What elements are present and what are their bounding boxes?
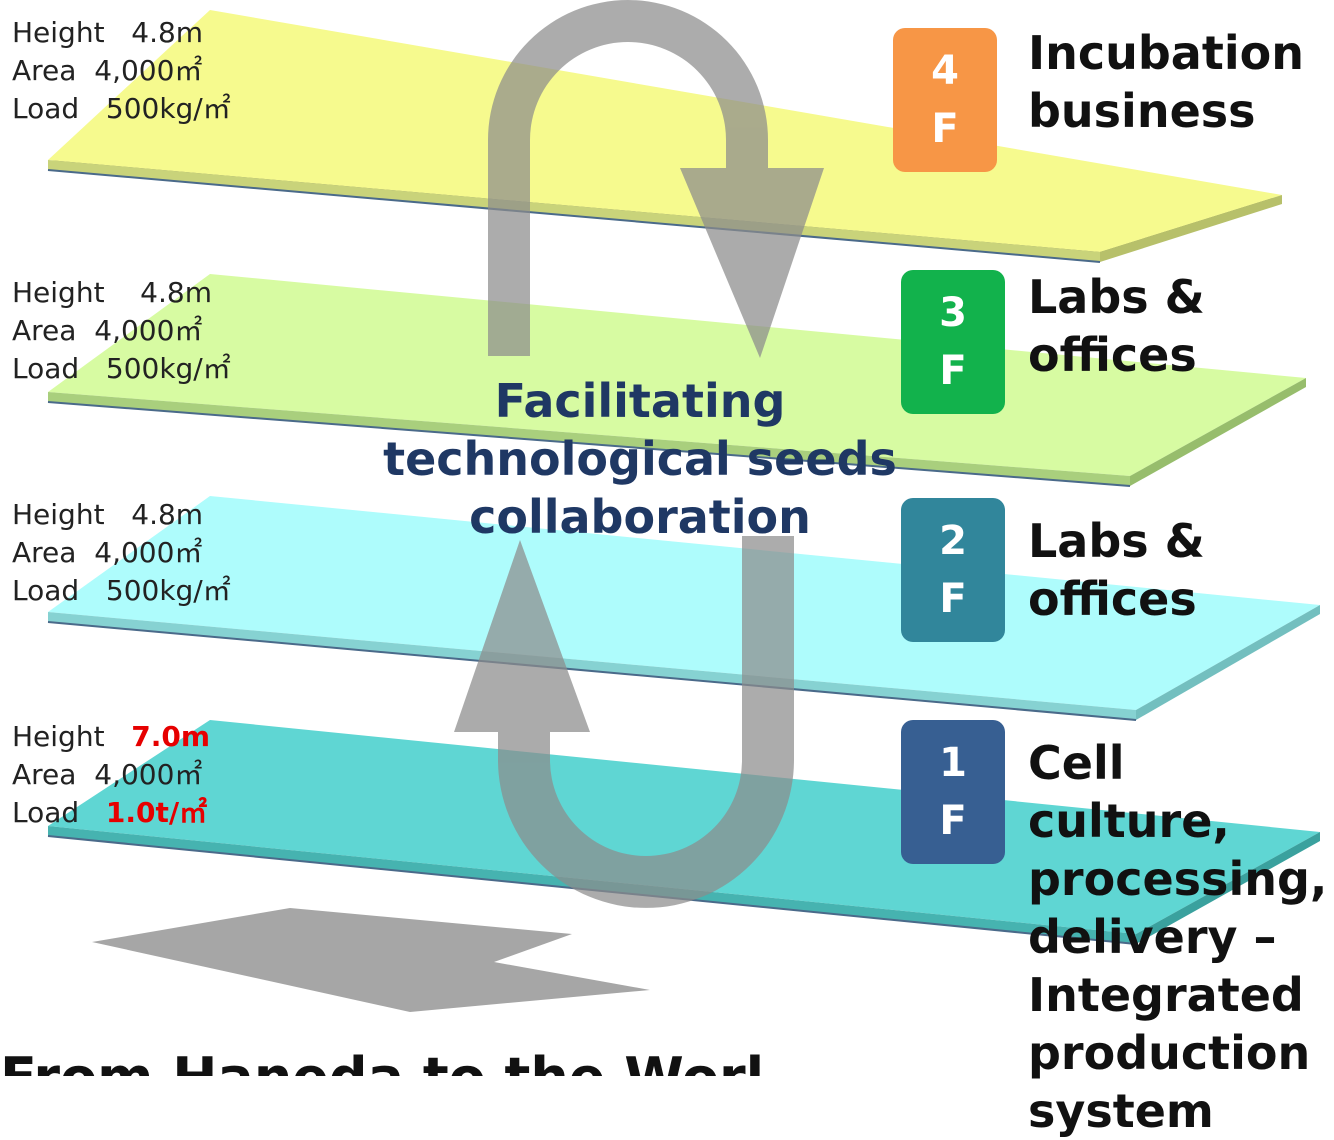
area-value: 4,000㎡ <box>94 314 203 347</box>
floor-stack-diagram <box>47 0 1320 1012</box>
floor-title-1f: Cell culture, processing, delivery – Int… <box>1028 736 1328 1138</box>
area-label: Area <box>12 54 77 87</box>
spec-1f: Height 7.0m Area 4,000㎡ Load 1.0t/㎡ <box>12 718 210 832</box>
spec-area-row: Area 4,000㎡ <box>12 534 231 572</box>
area-value: 4,000㎡ <box>94 758 203 791</box>
load-value: 500kg/㎡ <box>105 352 231 385</box>
height-label: Height <box>12 16 105 49</box>
height-value: 4.8m <box>131 16 204 49</box>
badge-number: 2 <box>939 518 967 564</box>
collaboration-label: Facilitating technological seeds collabo… <box>383 374 897 544</box>
area-label: Area <box>12 536 77 569</box>
loop-arrow-top <box>488 0 824 358</box>
spec-2f: Height 4.8m Area 4,000㎡ Load 500kg/㎡ <box>12 496 231 610</box>
badge-floor-letter: F <box>939 348 967 394</box>
floor-plate-3f <box>47 274 1306 487</box>
floor-badge-1f: 1 F <box>901 720 1005 864</box>
spec-height-row: Height 7.0m <box>12 718 210 756</box>
spec-height-row: Height 4.8m <box>12 14 231 52</box>
badge-number: 1 <box>939 740 967 786</box>
area-value: 4,000㎡ <box>94 54 203 87</box>
spec-area-row: Area 4,000㎡ <box>12 52 231 90</box>
load-value: 500kg/㎡ <box>105 574 231 607</box>
spec-load-row: Load 500kg/㎡ <box>12 572 231 610</box>
spec-area-row: Area 4,000㎡ <box>12 756 210 794</box>
floor-title-4f: Incubation business <box>1028 26 1304 138</box>
spec-height-row: Height 4.8m <box>12 274 231 312</box>
spec-4f: Height 4.8m Area 4,000㎡ Load 500kg/㎡ <box>12 14 231 128</box>
spec-load-row: Load 1.0t/㎡ <box>12 794 210 832</box>
world-arrow-final <box>92 908 650 1012</box>
floor-badge-2f: 2 F <box>901 498 1005 642</box>
height-value-highlight: 7.0m <box>131 720 211 753</box>
load-value: 500kg/㎡ <box>105 92 231 125</box>
loop-arrow-bottom <box>454 536 794 908</box>
height-label: Height <box>12 720 105 753</box>
floor-plate-2f <box>47 496 1320 721</box>
height-value: 4.8m <box>140 276 212 309</box>
load-label: Load <box>12 92 80 125</box>
spec-height-row: Height 4.8m <box>12 496 231 534</box>
badge-number: 4 <box>931 48 959 94</box>
badge-number: 3 <box>939 290 967 336</box>
floor-badge-3f: 3 F <box>901 270 1005 414</box>
load-label: Load <box>12 352 80 385</box>
spec-load-row: Load 500kg/㎡ <box>12 350 231 388</box>
badge-floor-letter: F <box>931 106 959 152</box>
height-value: 4.8m <box>131 498 204 531</box>
load-value-highlight: 1.0t/㎡ <box>105 796 208 829</box>
spec-3f: Height 4.8m Area 4,000㎡ Load 500kg/㎡ <box>12 274 231 388</box>
floor-plate-4f <box>47 10 1282 263</box>
badge-floor-letter: F <box>939 798 967 844</box>
haneda-to-world-label: From Haneda to the World! <box>0 1048 760 1076</box>
floor-title-2f: Labs & offices <box>1028 514 1205 626</box>
load-label: Load <box>12 574 80 607</box>
load-label: Load <box>12 796 80 829</box>
spec-area-row: Area 4,000㎡ <box>12 312 231 350</box>
height-label: Height <box>12 498 105 531</box>
floor-title-3f: Labs & offices <box>1028 270 1205 382</box>
area-value: 4,000㎡ <box>94 536 203 569</box>
height-label: Height <box>12 276 105 309</box>
area-label: Area <box>12 314 77 347</box>
badge-floor-letter: F <box>939 576 967 622</box>
floor-badge-4f: 4 F <box>893 28 997 172</box>
spec-load-row: Load 500kg/㎡ <box>12 90 231 128</box>
area-label: Area <box>12 758 77 791</box>
